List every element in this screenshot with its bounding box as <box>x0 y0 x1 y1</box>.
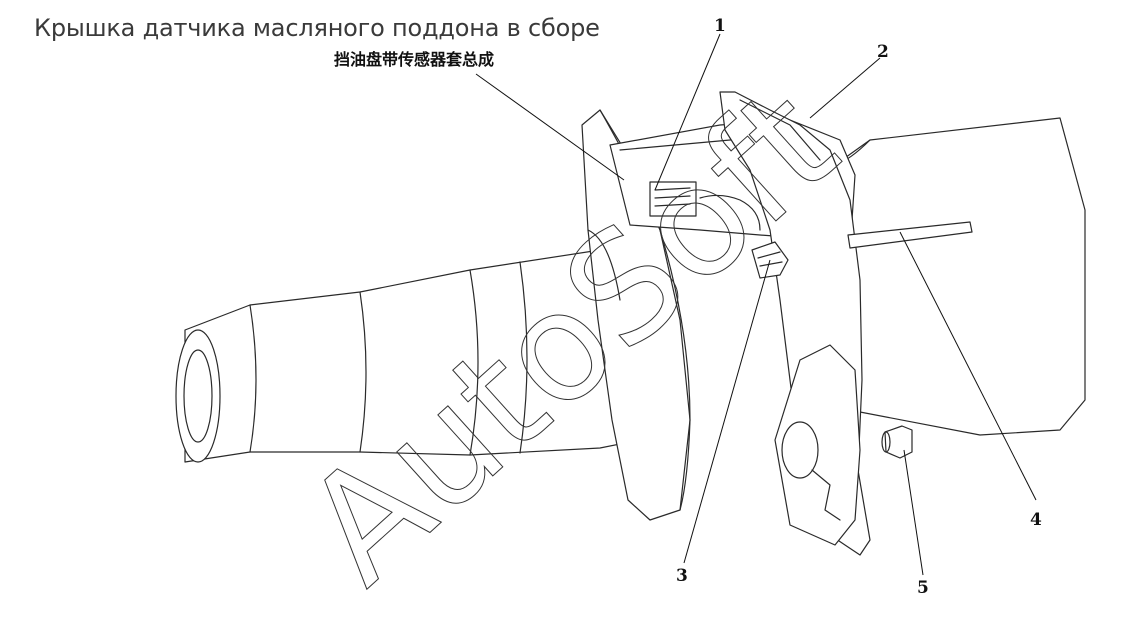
leader-4 <box>899 231 1037 501</box>
callout-2: 2 <box>877 42 889 62</box>
leader-2 <box>809 57 881 119</box>
rod <box>847 221 973 249</box>
leader-1 <box>654 33 721 191</box>
housing <box>834 117 1086 436</box>
leader-3 <box>683 259 771 564</box>
callout-4: 4 <box>1030 510 1042 530</box>
bolt <box>884 425 913 459</box>
callout-5: 5 <box>917 578 929 598</box>
caption-chinese: 挡油盘带传感器套总成 <box>334 50 495 69</box>
caption-russian: Крышка датчика масляного поддона в сборе <box>34 14 600 42</box>
shaft-end <box>175 329 221 463</box>
leader-caption <box>475 73 625 181</box>
leader-5 <box>903 449 924 576</box>
callout-3: 3 <box>676 566 688 586</box>
callout-1: 1 <box>714 16 726 36</box>
